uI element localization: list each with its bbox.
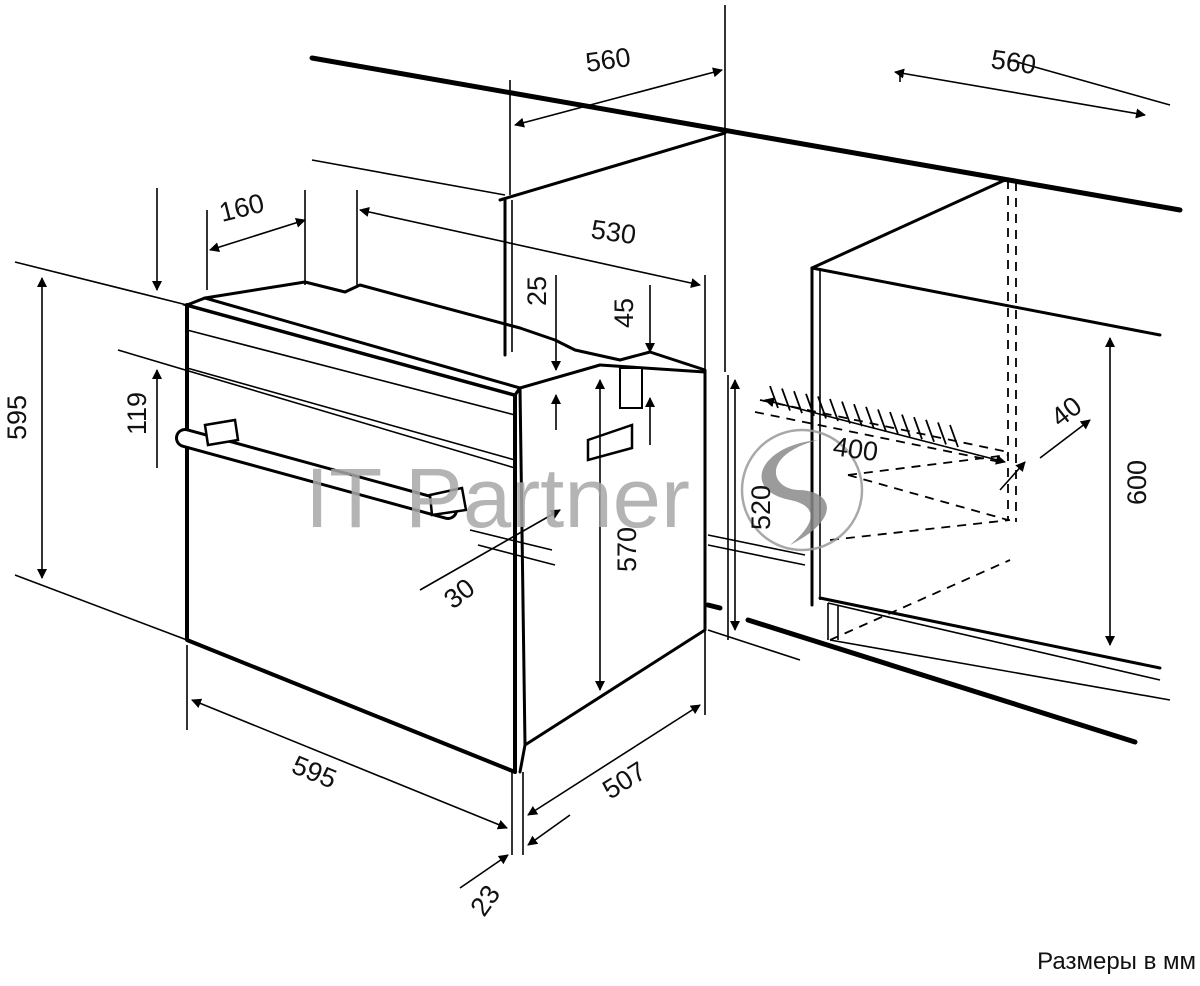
dim-oven-height: 595 <box>2 395 32 440</box>
oven-handle <box>175 418 468 520</box>
oven-body <box>117 280 707 855</box>
vent-hatch-line <box>781 388 791 411</box>
dim-vent-cutout: 400 <box>831 431 880 467</box>
dim-niche-width-right: 560 <box>989 44 1038 80</box>
watermark-logo: IT Partner <box>305 428 864 552</box>
units-caption: Размеры в мм <box>1037 948 1196 975</box>
watermark-text: IT Partner <box>305 451 690 545</box>
vent-hatch-line <box>925 419 935 443</box>
dim-niche-depth-min: 520 <box>746 485 776 530</box>
dimension-lines <box>14 67 1146 889</box>
dim-body-depth: 507 <box>597 756 651 805</box>
dim-ventilation-gap: 160 <box>216 188 267 228</box>
vent-hatch-line <box>877 409 887 432</box>
vent-hatch-line <box>949 424 959 448</box>
dim-side-gap: 45 <box>609 298 639 328</box>
vent-hatch-line <box>913 416 923 440</box>
vent-hatch-line <box>937 422 947 445</box>
dim-rear-width: 530 <box>589 214 638 250</box>
vent-hatch-line <box>769 385 779 409</box>
vent-hatch-line <box>889 411 899 435</box>
dim-niche-height: 600 <box>1122 460 1152 505</box>
dim-body-height: 570 <box>612 527 642 572</box>
dim-front-thickness: 23 <box>464 880 506 922</box>
vent-hatch-line <box>901 414 911 437</box>
dim-panel-height: 119 <box>122 392 152 435</box>
dim-top-gap: 25 <box>522 276 552 306</box>
dim-niche-width-left: 560 <box>584 42 633 78</box>
vent-hatch-line <box>865 406 875 430</box>
